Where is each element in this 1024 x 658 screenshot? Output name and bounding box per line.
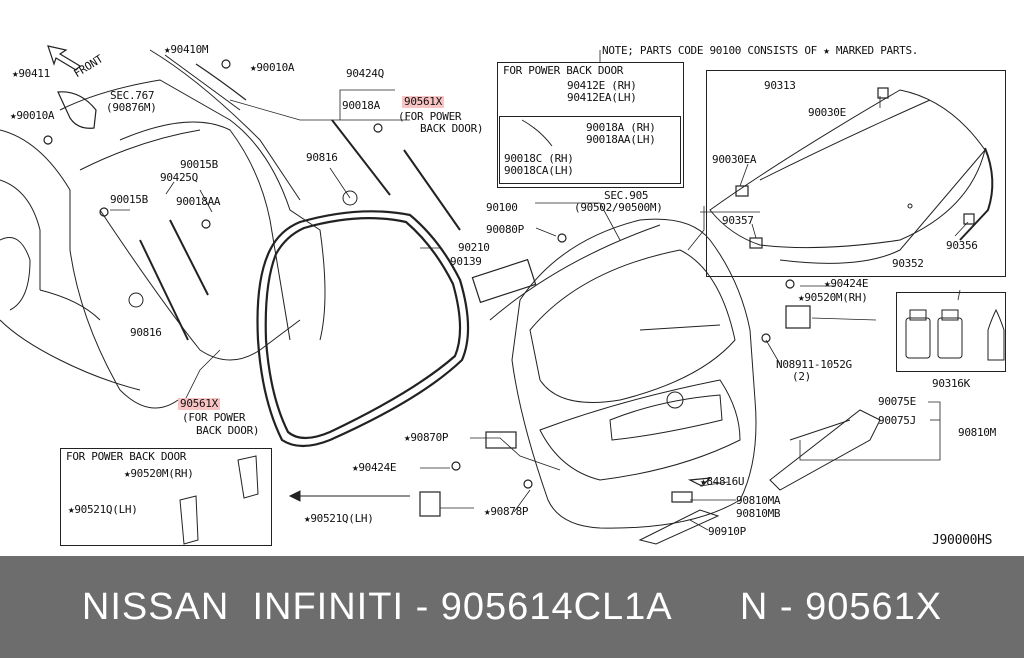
label-90816-left: 90816 xyxy=(130,326,162,339)
inset-sub-box xyxy=(499,116,681,184)
label-08911: N08911-1052G xyxy=(776,358,852,371)
label-90816-top: 90816 xyxy=(306,151,338,164)
label-sec767-b: (90876M) xyxy=(106,101,157,114)
banner-text: NISSAN INFINITI - 905614CL1A N - 90561X xyxy=(81,585,943,628)
inset-parts xyxy=(179,119,553,545)
license-garnish xyxy=(638,509,720,545)
inset-power-back-door-bottom xyxy=(60,448,272,546)
inset-top-l2: 90412EA(LH) xyxy=(567,91,637,104)
label-sec767: SEC.767 xyxy=(110,89,155,102)
label-90810MB: 90810MB xyxy=(736,507,781,520)
inset-top-title: FOR POWER BACK DOOR xyxy=(503,64,624,77)
inset-bottom-l1: ★90520M(RH) xyxy=(124,467,194,480)
label-fpb-bottom-1: (FOR POWER xyxy=(182,411,246,424)
label-90139: 90139 xyxy=(450,255,482,268)
back-door xyxy=(489,218,757,529)
adhesive-box xyxy=(896,292,1006,372)
vehicle-body xyxy=(0,49,358,409)
label-90910P: 90910P xyxy=(708,525,746,538)
label-90080P: 90080P xyxy=(486,223,524,236)
label-90561X-top: 90561X xyxy=(402,95,444,108)
inset-bottom-title: FOR POWER BACK DOOR xyxy=(66,450,187,463)
label-90424E-left: ★90424E xyxy=(352,461,397,474)
inset-top-l1: 90412E (RH) xyxy=(567,79,637,92)
label-90316K: 90316K xyxy=(932,377,970,390)
label-90210: 90210 xyxy=(458,241,490,254)
label-08911-b: (2) xyxy=(792,370,811,383)
label-90018A: 90018A xyxy=(342,99,380,112)
label-90425Q: 90425Q xyxy=(160,171,198,184)
inset-top-l6: 90018CA(LH) xyxy=(504,164,574,177)
label-90075J: 90075J xyxy=(878,414,916,427)
finisher-garnish xyxy=(769,409,881,491)
inset-bottom-l2: ★90521Q(LH) xyxy=(68,503,138,516)
weatherstrip-seal xyxy=(256,210,470,448)
label-90878P: ★90878P xyxy=(484,505,529,518)
label-90520M-right: ★90520M(RH) xyxy=(798,291,868,304)
label-fpb-top-1: (FOR POWER xyxy=(398,110,462,123)
parts-diagram: NOTE; PARTS CODE 90100 CONSISTS OF ★ MAR… xyxy=(0,43,1006,548)
label-90357: 90357 xyxy=(722,214,754,227)
label-90100: 90100 xyxy=(486,201,518,214)
label-fpb-top-2: BACK DOOR) xyxy=(420,122,484,135)
glass-box xyxy=(706,70,1006,277)
label-90352: 90352 xyxy=(892,257,924,270)
gas-struts xyxy=(139,119,461,341)
label-90810M: 90810M xyxy=(958,426,996,439)
label-84816U: ★84816U xyxy=(700,475,745,488)
leader-lines xyxy=(110,50,969,531)
label-fpb-bottom-2: BACK DOOR) xyxy=(196,424,260,437)
small-parts xyxy=(43,59,975,517)
reference-code: J90000HS xyxy=(932,533,993,548)
label-90010A-top: ★90010A xyxy=(250,61,295,74)
label-90018AA: 90018AA xyxy=(176,195,221,208)
label-90870P: ★90870P xyxy=(404,431,449,444)
label-90075E: 90075E xyxy=(878,395,916,408)
part-number-banner: NISSAN INFINITI - 905614CL1A N - 90561X xyxy=(0,556,1024,658)
front-arrow-icon xyxy=(47,45,81,71)
back-glass xyxy=(709,89,986,264)
label-90030E: 90030E xyxy=(808,106,846,119)
parts-note: NOTE; PARTS CODE 90100 CONSISTS OF ★ MAR… xyxy=(602,44,919,57)
label-90424Q: 90424Q xyxy=(346,67,384,80)
label-90561X-bottom: 90561X xyxy=(178,397,220,410)
diagram-linework xyxy=(0,45,1005,545)
label-90015B-1: 90015B xyxy=(180,158,218,171)
adhesive-kit xyxy=(905,308,1005,361)
label-90015B-2: 90015B xyxy=(110,193,148,206)
inset-power-back-door-top xyxy=(497,62,684,188)
inset-top-l5: 90018C (RH) xyxy=(504,152,574,165)
label-90810MA: 90810MA xyxy=(736,494,781,507)
label-90410M: ★90410M xyxy=(164,43,209,56)
label-sec905-b: (90502/90500M) xyxy=(574,201,663,214)
label-90356: 90356 xyxy=(946,239,978,252)
label-90411: ★90411 xyxy=(12,67,50,80)
spoiler-strip xyxy=(959,147,994,241)
label-90030EA: 90030EA xyxy=(712,153,757,166)
label-90424E-right: ★90424E xyxy=(824,277,869,290)
label-90521Q-middle: ★90521Q(LH) xyxy=(304,512,374,525)
label-sec905: SEC.905 xyxy=(604,189,649,202)
inset-top-l4: 90018AA(LH) xyxy=(586,133,656,146)
label-90010A-left: ★90010A xyxy=(10,109,55,122)
label-90313: 90313 xyxy=(764,79,796,92)
inset-top-l3: 90018A (RH) xyxy=(586,121,656,134)
